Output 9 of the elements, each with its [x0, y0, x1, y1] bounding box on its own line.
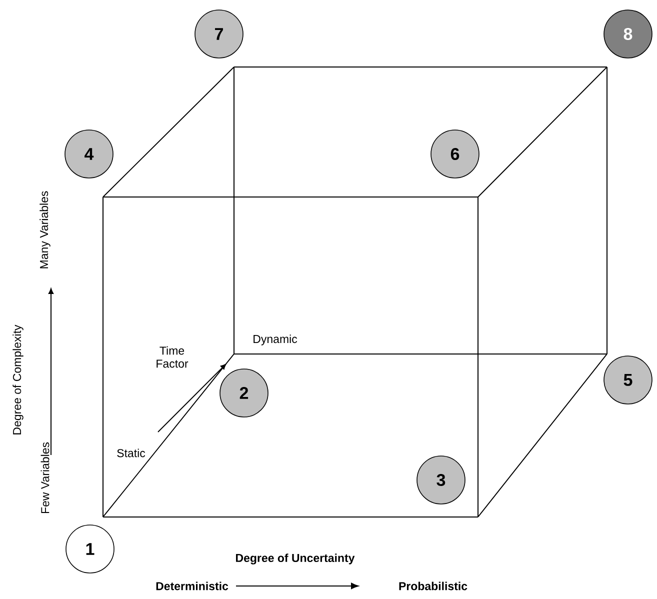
axis-label: Degree of Complexity	[12, 324, 24, 434]
axis-label: Deterministic	[156, 582, 228, 590]
axis-label: Few Variables	[40, 442, 50, 514]
axis-label: Static	[117, 448, 146, 458]
axis-label: Time Factor	[156, 346, 188, 368]
axis-label: Degree of Uncertainty	[236, 554, 355, 564]
axis-label: Dynamic	[254, 334, 298, 346]
axis-label: Many Variables	[40, 191, 50, 268]
axis-label: Probabilistic	[399, 582, 468, 590]
